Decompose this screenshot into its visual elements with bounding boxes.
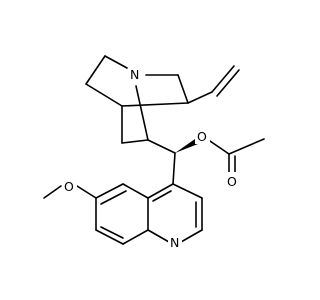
bond: [216, 69, 240, 97]
atom-o-ester: O: [197, 129, 207, 144]
quinuclidine-cage: [85, 55, 189, 144]
atom-o-methoxy: O: [64, 179, 74, 194]
bond: [100, 190, 127, 205]
vinyl-group: [187, 65, 240, 104]
bond: [104, 55, 128, 69]
bond: [122, 229, 149, 245]
bond: [180, 229, 203, 243]
bond: [121, 102, 189, 107]
atom-n-ring: N: [170, 235, 179, 250]
methoxy-group: [43, 185, 97, 199]
bond: [152, 190, 172, 202]
bond: [100, 226, 124, 239]
bond: [206, 138, 230, 155]
bond: [135, 85, 149, 141]
acetate-ester: [147, 138, 265, 177]
bond: [147, 183, 174, 199]
quinoline-ring: [95, 152, 203, 245]
bond: [43, 185, 62, 199]
bond: [172, 152, 176, 185]
bond: [76, 185, 97, 199]
bond: [85, 83, 123, 107]
bond: [147, 139, 176, 154]
atom-o-carbonyl: O: [227, 174, 237, 189]
bond: [211, 65, 235, 93]
bond: [85, 55, 106, 85]
bond: [122, 183, 149, 199]
wedge-bond: [175, 139, 198, 153]
bond: [95, 229, 124, 245]
molecule-structure: N O O O N: [43, 55, 265, 250]
bond: [121, 139, 149, 144]
bond: [177, 74, 189, 104]
bond: [172, 183, 203, 199]
atom-n-bridge: N: [130, 67, 139, 82]
bond: [95, 183, 124, 199]
bond: [228, 138, 265, 155]
bond: [147, 229, 170, 243]
bond: [187, 91, 213, 104]
atom-labels: N O O O N: [62, 66, 240, 250]
